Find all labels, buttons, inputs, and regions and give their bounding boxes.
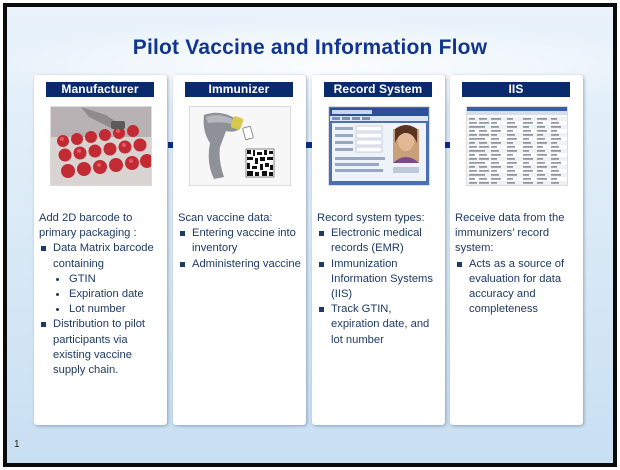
record-system-panel: Record System	[312, 75, 445, 425]
manufacturer-panel: Manufacturer	[34, 75, 167, 425]
bullet-track-gtin: Track GTIN, expiration date, and lot num…	[317, 302, 441, 348]
bullet-data-matrix: Data Matrix barcode containing GTIN Expi…	[39, 241, 163, 317]
sub-bullet-expiration-date: Expiration date	[53, 287, 163, 302]
bullet-distribution: Distribution to pilot participants via e…	[39, 317, 163, 378]
slide-title: Pilot Vaccine and Information Flow	[132, 36, 488, 59]
immunizer-intro: Scan vaccine data:	[178, 212, 273, 224]
record-system-screenshot	[329, 107, 429, 185]
immunizer-text: Scan vaccine data: Entering vaccine into…	[178, 211, 302, 272]
record-system-header: Record System	[324, 82, 432, 97]
immunizer-panel: Immunizer Scan vaccine data	[173, 75, 306, 425]
bullet-administering: Administering vaccine	[178, 257, 302, 272]
sub-bullet-lot-number: Lot number	[53, 302, 163, 317]
iis-text: Receive data from the immunizers’ record…	[455, 211, 579, 317]
bullet-entering-inventory: Entering vaccine into inventory	[178, 226, 302, 256]
manufacturer-intro: Add 2D barcode to primary packaging :	[39, 212, 137, 240]
slide-frame: Pilot Vaccine and Information Flow Manuf…	[3, 3, 617, 467]
iis-panel: IIS Receive data from the immunizers’ re…	[450, 75, 583, 425]
barcode-scanner-photo	[190, 107, 290, 185]
iis-header: IIS	[462, 82, 570, 97]
page-number: 1	[14, 439, 20, 450]
record-system-intro: Record system types:	[317, 212, 425, 224]
sub-bullet-gtin: GTIN	[53, 272, 163, 287]
bullet-source-of-evaluation: Acts as a source of evaluation for data …	[455, 257, 579, 318]
iis-data-table-screenshot	[467, 107, 567, 185]
immunizer-header: Immunizer	[185, 82, 293, 97]
manufacturer-header: Manufacturer	[46, 82, 154, 97]
bullet-text: Data Matrix barcode containing	[53, 242, 154, 270]
manufacturer-text: Add 2D barcode to primary packaging : Da…	[39, 211, 163, 378]
vaccine-vials-photo	[51, 107, 151, 185]
bullet-iis: Immunization Information Systems (IIS)	[317, 257, 441, 303]
iis-intro: Receive data from the immunizers’ record…	[455, 212, 565, 255]
record-system-text: Record system types: Electronic medical …	[317, 211, 441, 348]
bullet-emr: Electronic medical records (EMR)	[317, 226, 441, 256]
